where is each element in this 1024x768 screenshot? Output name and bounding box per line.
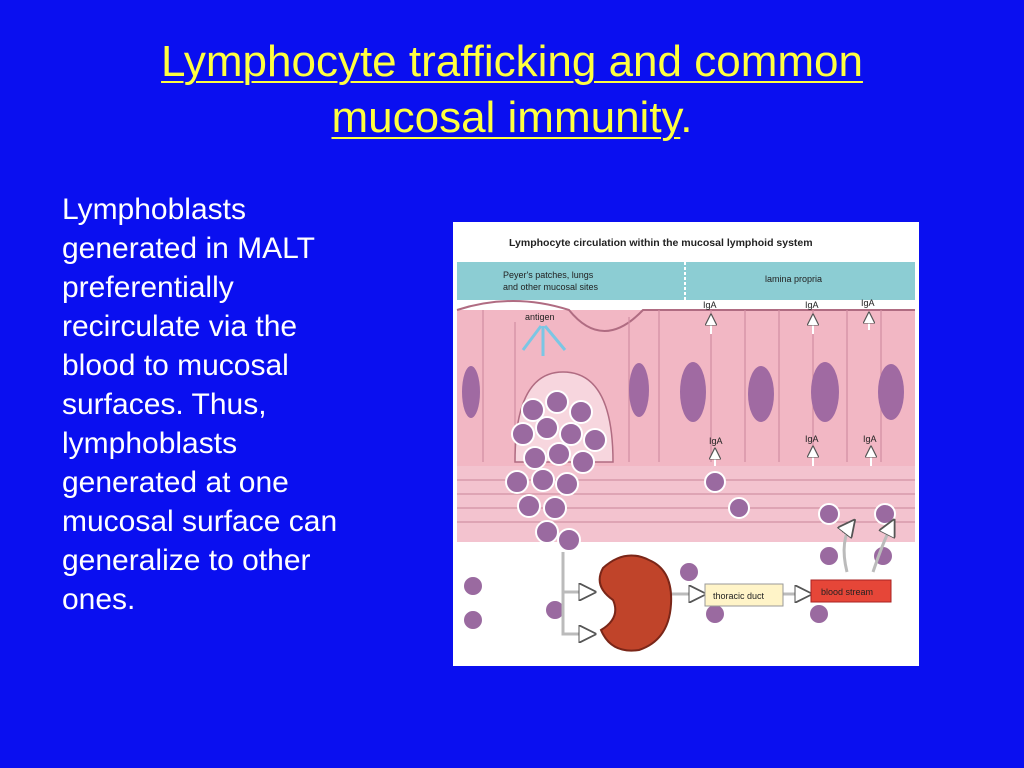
iga-label-1: IgA	[703, 300, 717, 310]
follicle-lymphocytes	[505, 390, 607, 552]
figure-caption: Lymphocyte circulation within the mucosa…	[509, 237, 813, 249]
title-period: .	[680, 93, 693, 142]
thoracic-duct-label: thoracic duct	[713, 591, 765, 601]
header-left-label: Peyer's patches, lungs	[503, 270, 594, 280]
iga-arrows	[711, 314, 871, 468]
blood-stream-label: blood stream	[821, 587, 873, 597]
antigen-label: antigen	[525, 312, 555, 322]
migrating-lymphocytes	[462, 471, 896, 631]
thoracic-duct-box	[704, 583, 784, 607]
iga-label-6: IgA	[863, 434, 877, 444]
header-left-label-2: and other mucosal sites	[503, 282, 599, 292]
lymph-node	[598, 554, 673, 652]
blood-stream-box	[810, 579, 892, 603]
slide-title: Lymphocyte trafficking and common mucosa…	[0, 34, 1024, 146]
caption-strip	[453, 222, 919, 260]
antigen-arrows	[521, 325, 567, 356]
iga-label-5: IgA	[805, 434, 819, 444]
flow-arrows	[561, 522, 893, 634]
epithelial-nuclei	[462, 362, 904, 422]
epithelial-cell-borders	[482, 310, 882, 462]
title-line-1: Lymphocyte trafficking and common	[161, 37, 863, 86]
figure-svg: Lymphocyte circulation within the mucosa…	[453, 222, 919, 652]
iga-label-2: IgA	[805, 300, 819, 310]
lymphocyte-circulation-figure: Lymphocyte circulation within the mucosa…	[453, 222, 919, 666]
iga-label-4: IgA	[709, 436, 723, 446]
title-line-2: mucosal immunity	[331, 93, 681, 142]
header-right-label: lamina propria	[765, 274, 822, 284]
iga-label-3: IgA	[861, 298, 875, 308]
connective-tissue	[457, 479, 915, 523]
body-text: Lymphoblasts generated in MALT preferent…	[62, 193, 338, 616]
